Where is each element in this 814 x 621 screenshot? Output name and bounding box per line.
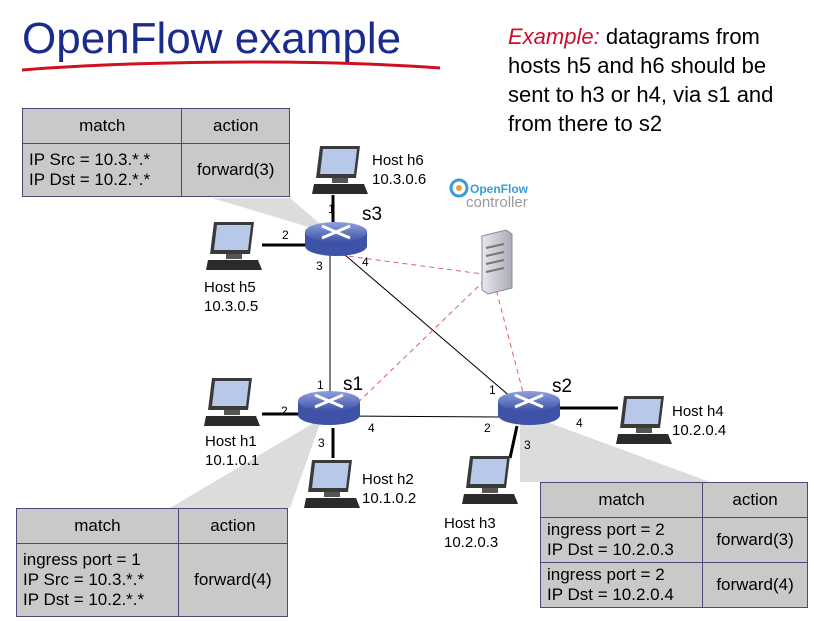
link-h3-s2 — [508, 425, 519, 459]
s2-callout — [520, 412, 710, 482]
port-s1-2: 2 — [281, 404, 288, 418]
switch-s3-label: s3 — [362, 204, 383, 225]
port-s3-3: 3 — [316, 259, 323, 273]
port-s2-2: 2 — [484, 421, 491, 435]
switch-s2-icon — [498, 391, 560, 425]
switch-s2-label: s2 — [552, 376, 573, 397]
flow-table-s1: match action ingress port = 1 IP Src = 1… — [16, 508, 289, 617]
host-h3-icon — [462, 456, 518, 504]
flow-table-s2-action-cell-2: forward(4) — [702, 562, 808, 608]
control-link-s3 — [339, 254, 491, 276]
switch-s1-label: s1 — [343, 374, 364, 395]
controller-server-icon — [481, 229, 513, 295]
example-description: Example: datagrams from hosts h5 and h6 … — [508, 22, 808, 138]
controller-label: controller — [466, 194, 528, 211]
host-h6-icon — [312, 146, 368, 194]
openflow-logo-text: OpenFlow — [470, 182, 528, 196]
link-s1-s2 — [344, 415, 501, 418]
port-s1-3: 3 — [318, 436, 325, 450]
flow-table-s3-action-header: action — [181, 108, 290, 144]
host-h1-icon — [204, 378, 260, 426]
table-row: ingress port = 2 IP Dst = 10.2.0.4 forwa… — [539, 562, 808, 608]
example-lead: Example: — [508, 24, 600, 49]
port-s1-4: 4 — [368, 421, 375, 435]
switch-s1-icon — [298, 391, 360, 425]
flow-table-s2: match action ingress port = 2 IP Dst = 1… — [539, 482, 808, 608]
flow-table-s2-match-header: match — [539, 482, 704, 518]
flow-table-s3: match action IP Src = 10.3.*.* IP Dst = … — [21, 108, 290, 197]
switch-s3-icon — [305, 222, 367, 256]
flow-table-s2-match-cell-2: ingress port = 2 IP Dst = 10.2.0.4 — [539, 562, 704, 608]
port-s2-4: 4 — [576, 416, 583, 430]
link-s3-s2 — [344, 254, 513, 399]
s3-callout — [212, 198, 332, 234]
host-h5-icon — [206, 222, 262, 270]
flow-table-s2-action-header: action — [702, 482, 808, 518]
flow-table-s1-match-header: match — [16, 508, 179, 544]
flow-table-s2-action-cell-1: forward(3) — [702, 517, 808, 563]
page-title: OpenFlow example — [22, 14, 402, 63]
flow-table-s3-match-cell: IP Src = 10.3.*.* IP Dst = 10.2.*.* — [21, 143, 183, 197]
port-s1-1: 1 — [317, 378, 324, 392]
control-link-s1 — [344, 274, 491, 416]
port-s3-2: 2 — [282, 228, 289, 242]
table-row: ingress port = 2 IP Dst = 10.2.0.3 forwa… — [539, 517, 808, 563]
table-row: IP Src = 10.3.*.* IP Dst = 10.2.*.* forw… — [21, 143, 290, 197]
example-text: datagrams from hosts h5 and h6 should be… — [508, 24, 774, 136]
flow-table-s1-action-header: action — [177, 508, 289, 544]
port-s3-4: 4 — [362, 255, 369, 269]
table-row: ingress port = 1 IP Src = 10.3.*.* IP Ds… — [16, 543, 289, 617]
flow-table-s1-action-cell: forward(4) — [177, 543, 289, 617]
control-link-s2 — [494, 284, 526, 401]
port-s2-1: 1 — [489, 383, 496, 397]
host-h4-icon — [616, 396, 672, 444]
flow-table-s3-action-cell: forward(3) — [181, 143, 290, 197]
title-underline — [21, 60, 441, 72]
port-s3-1: 1 — [328, 202, 335, 216]
openflow-logo-icon — [449, 178, 469, 198]
flow-table-s3-match-header: match — [21, 108, 183, 144]
port-s2-3: 3 — [524, 438, 531, 452]
flow-table-s1-match-cell: ingress port = 1 IP Src = 10.3.*.* IP Ds… — [16, 543, 179, 617]
host-h2-icon — [304, 460, 360, 508]
flow-table-s2-match-cell-1: ingress port = 2 IP Dst = 10.2.0.3 — [539, 517, 704, 563]
s1-callout — [170, 418, 322, 508]
